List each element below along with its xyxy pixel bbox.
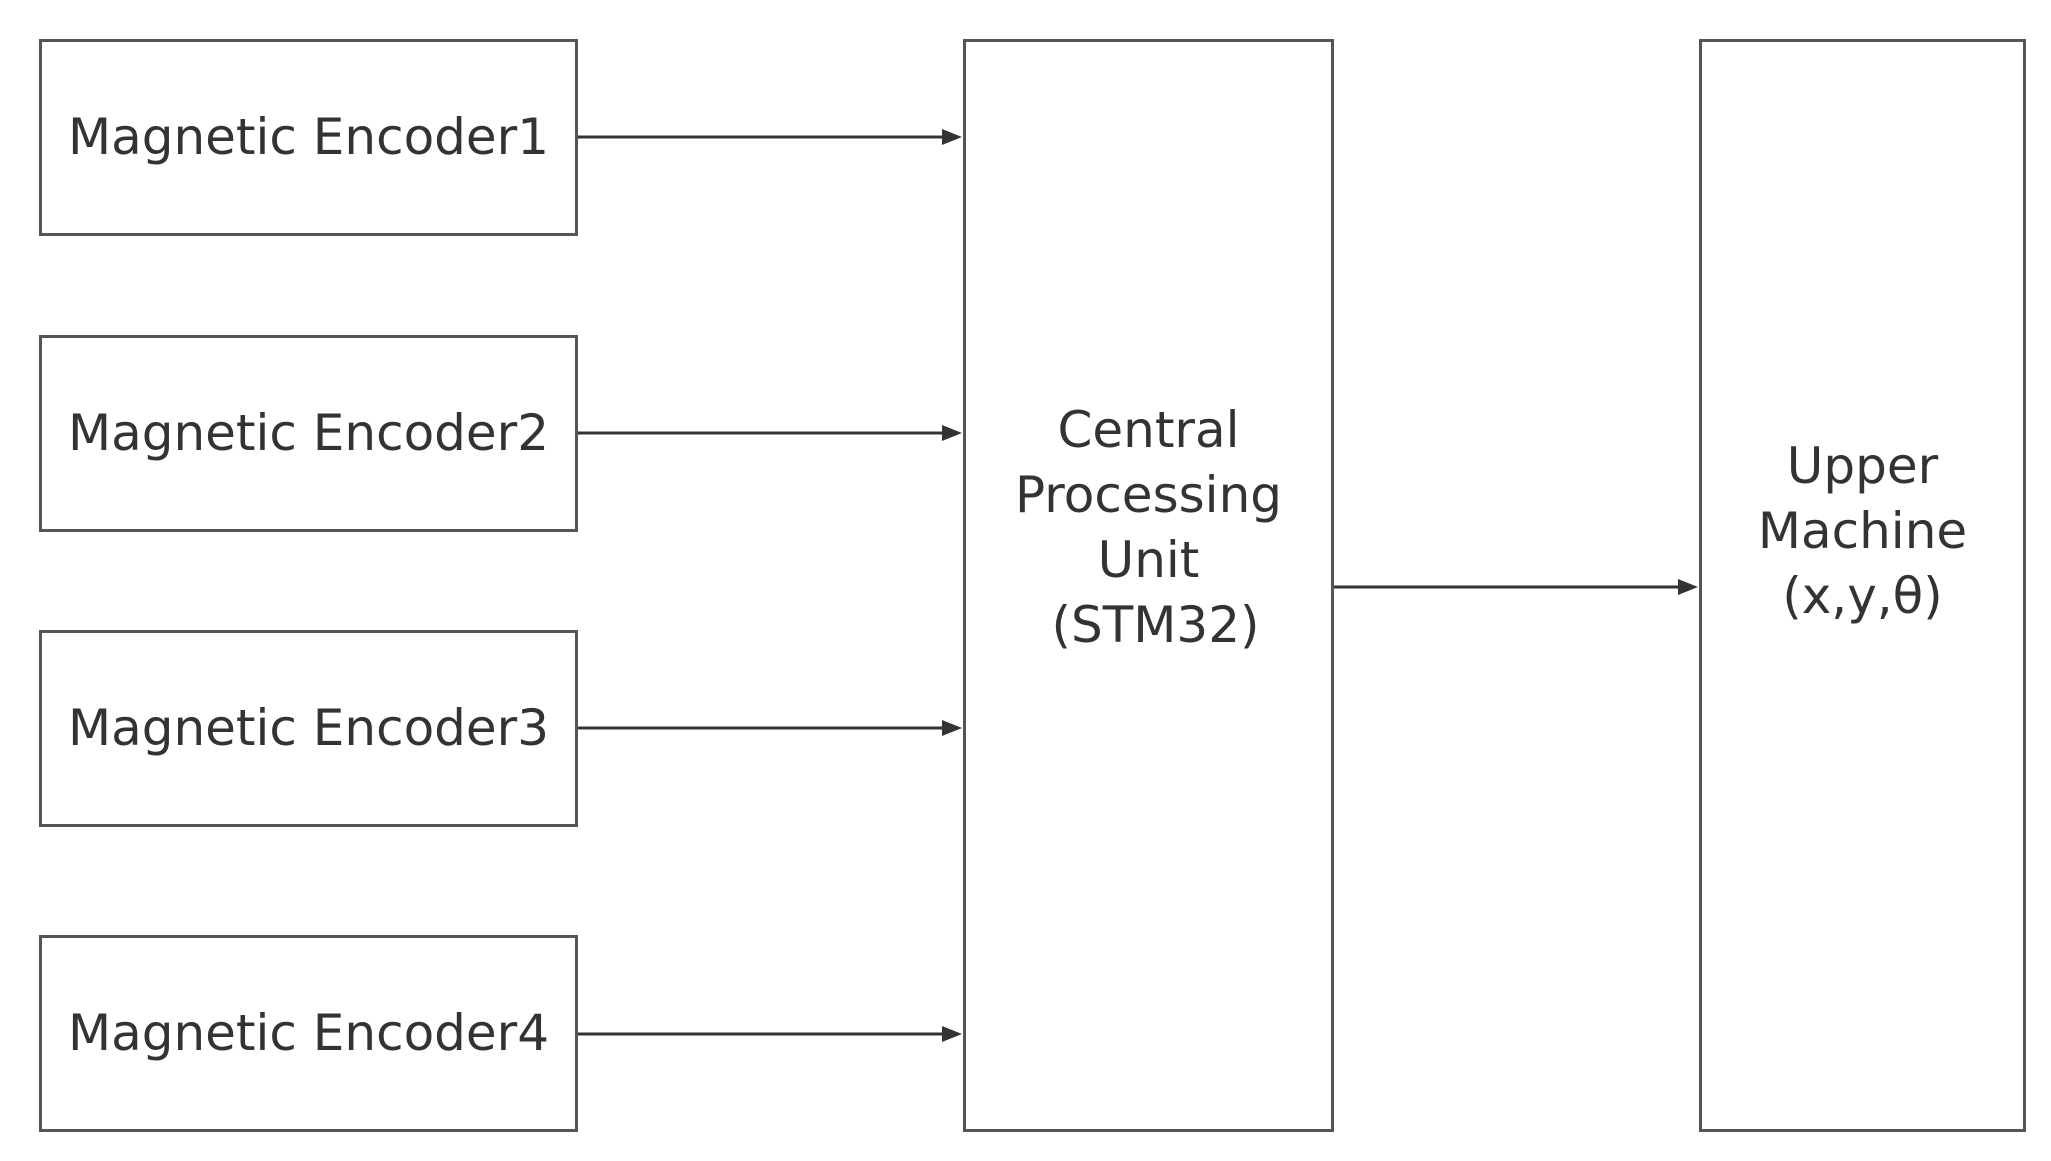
magnetic-encoder-3-label: Magnetic Encoder3 [67,699,550,757]
magnetic-encoder-1-block: Magnetic Encoder1 [39,39,578,236]
arrow-cpu-to-upper-machine-head [1678,579,1698,595]
magnetic-encoder-1-label: Magnetic Encoder1 [67,108,550,166]
magnetic-encoder-4-label: Magnetic Encoder4 [67,1004,550,1062]
arrow-encoder4-to-cpu-head [942,1026,962,1042]
cpu-label-line-3: Unit [1097,530,1200,589]
cpu-label-line-2: Processing [1015,465,1282,524]
arrow-encoder1-to-cpu-head [942,129,962,145]
magnetic-encoder-2-block: Magnetic Encoder2 [39,335,578,532]
arrow-encoder3-to-cpu-head [942,720,962,736]
magnetic-encoder-4-block: Magnetic Encoder4 [39,935,578,1132]
upper-machine-label-line-1: Upper [1786,437,1939,495]
upper-machine-label-line-2: Machine [1757,502,1968,560]
arrow-encoder2-to-cpu-head [942,425,962,441]
upper-machine-label-line-3: (x,y,θ) [1782,567,1943,625]
cpu-label-stack: Central Processing Unit (STM32) [1015,398,1282,658]
magnetic-encoder-3-block: Magnetic Encoder3 [39,630,578,827]
upper-machine-block: Upper Machine (x,y,θ) [1699,39,2026,1132]
central-processing-unit-block: Central Processing Unit (STM32) [963,39,1334,1132]
upper-machine-label-stack: Upper Machine (x,y,θ) [1758,434,1967,629]
cpu-label-line-1: Central [1057,400,1240,459]
magnetic-encoder-2-label: Magnetic Encoder2 [67,404,550,462]
cpu-label-line-4: (STM32) [1051,595,1260,654]
